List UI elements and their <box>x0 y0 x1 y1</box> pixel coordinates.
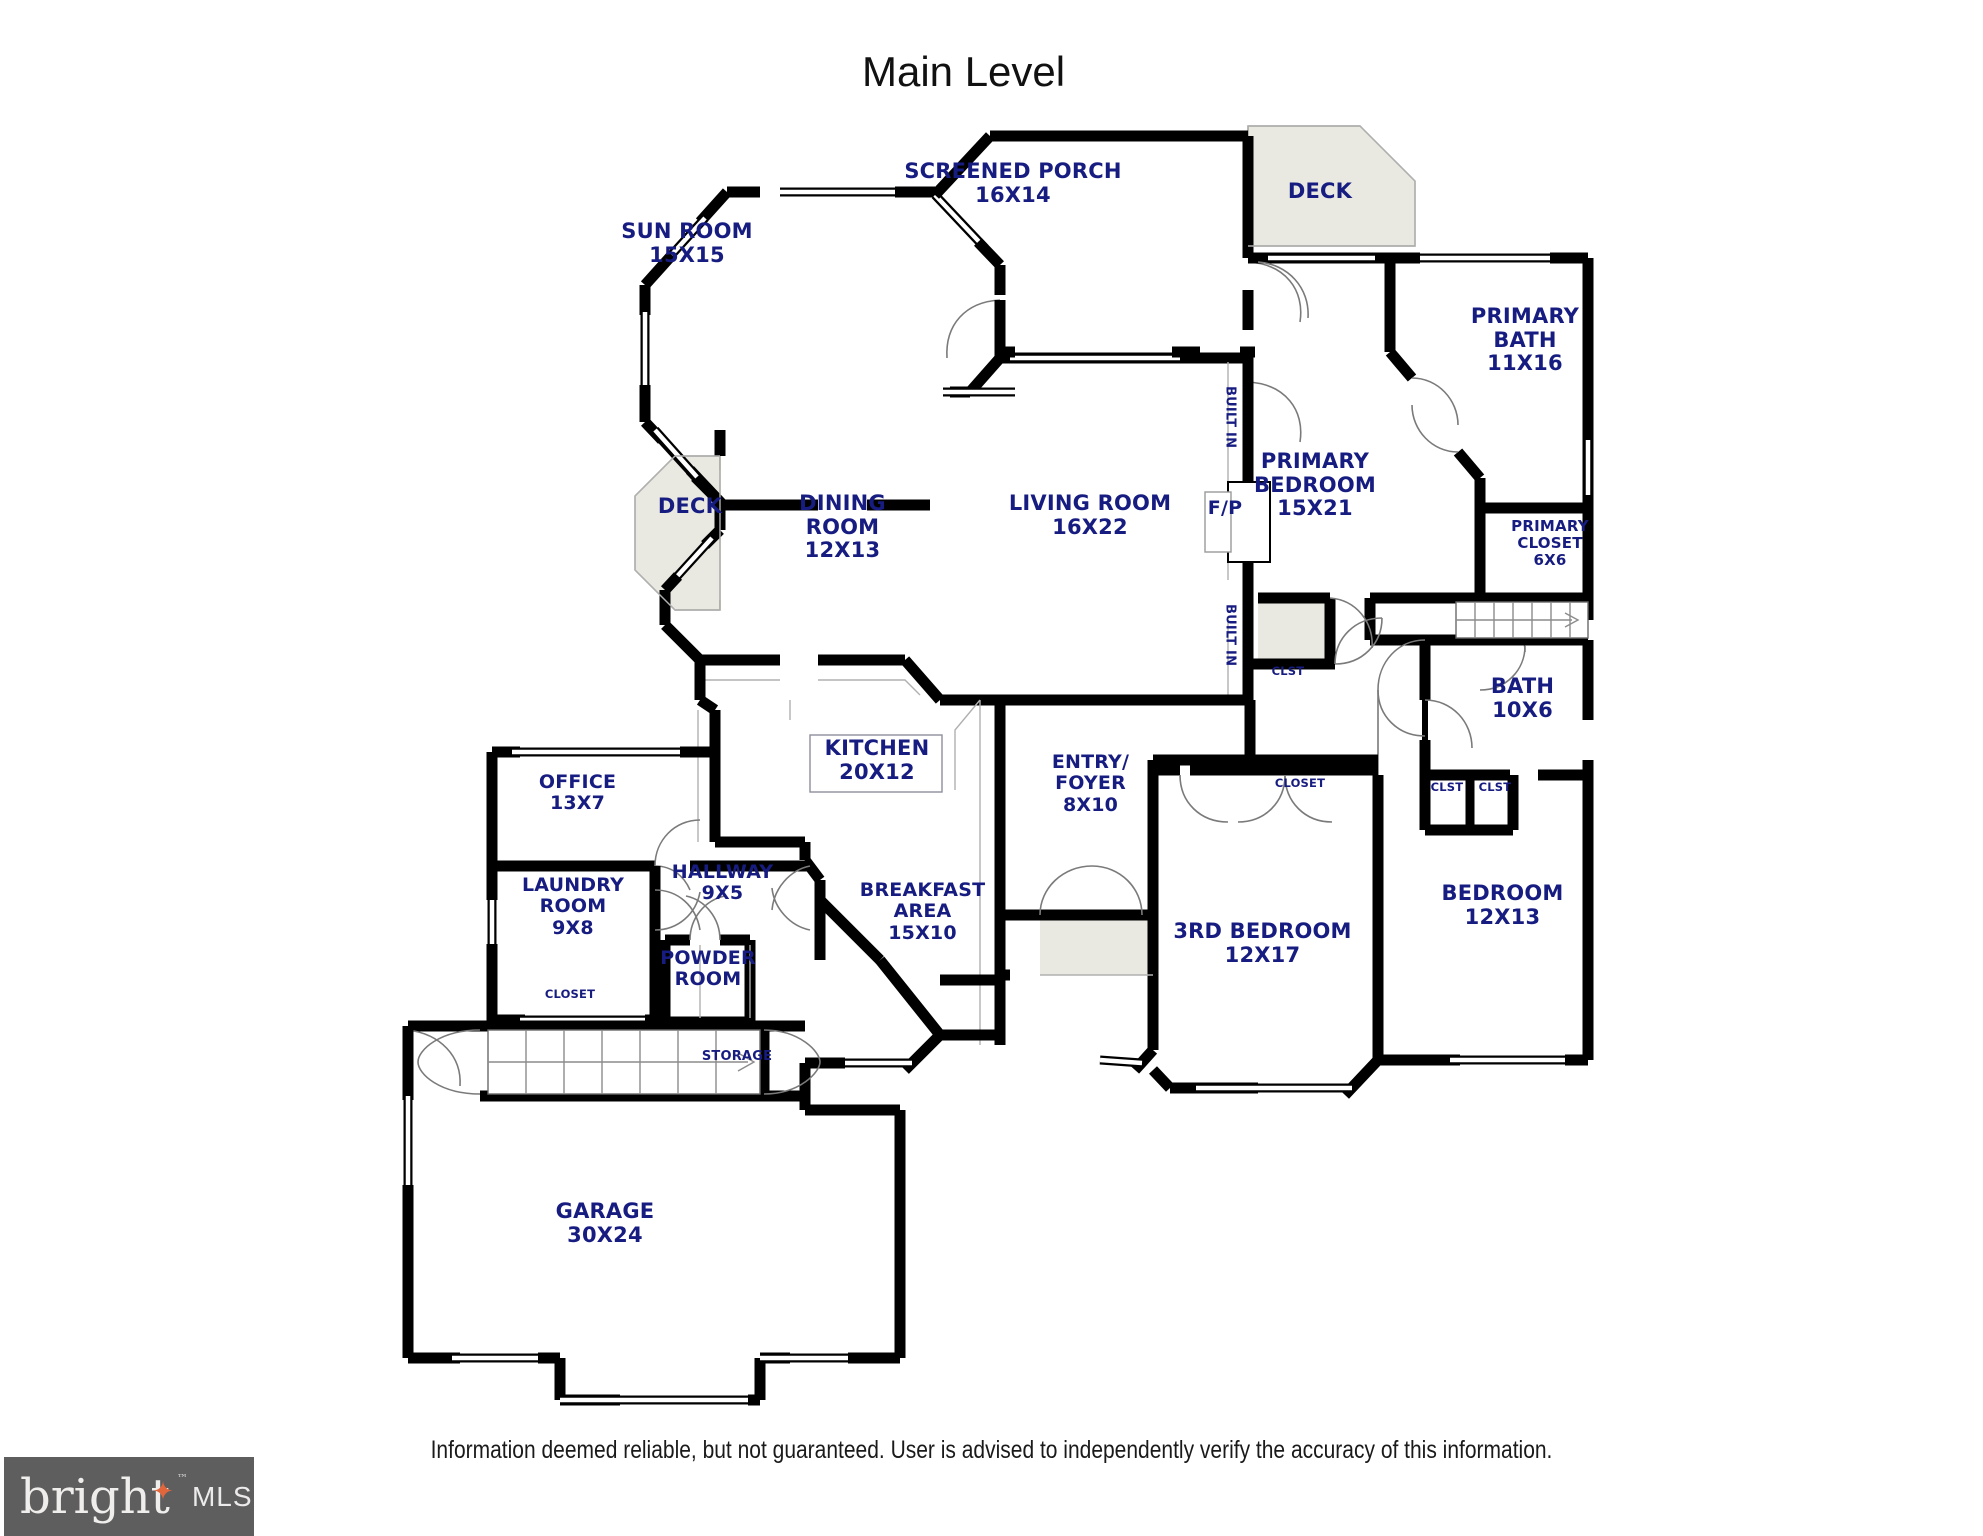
deck-left-shape <box>634 455 721 611</box>
breakfast-area-walls <box>799 842 1006 1110</box>
primary-suite-walls <box>1248 252 1594 1055</box>
brand-trademark: ™ <box>176 1471 188 1485</box>
foyer-landing-shade <box>1040 915 1153 975</box>
disclaimer-text: Information deemed reliable, but not gua… <box>430 1437 1553 1465</box>
brand-name: bright ✦ ™ <box>20 1473 188 1521</box>
entry-foyer-walls <box>954 699 1159 1045</box>
deck-top-outline <box>1248 125 1416 247</box>
small-closets-right <box>1419 775 1519 836</box>
closet-hall-walls <box>1153 754 1378 776</box>
lower-stairs-walls <box>408 1020 805 1102</box>
brand-name-text: bright <box>20 1468 170 1525</box>
lower-stairs-treads <box>487 1029 761 1095</box>
storage-door-arcs <box>407 1029 821 1095</box>
brand-sparkle-icon: ✦ <box>152 1476 174 1507</box>
front-door-arc <box>997 830 1143 916</box>
brand-suffix: MLS <box>191 1480 253 1512</box>
porch-deck-door-arcs <box>1247 261 1302 443</box>
primary-bath-door-arcs <box>1411 377 1459 453</box>
closet-hall-doors <box>1179 774 1333 823</box>
primary-bedroom-door-arc <box>1257 261 1309 319</box>
powder-room-walls <box>699 945 751 1018</box>
upper-stairs-treads <box>1455 601 1589 639</box>
office-walls <box>486 746 715 872</box>
hallway-door-arcs <box>654 865 811 941</box>
garage-walls <box>402 1026 906 1406</box>
office-door-arc <box>654 819 701 891</box>
deck-top-shape <box>1247 125 1416 247</box>
bright-mls-logo: bright ✦ ™ MLS <box>4 1457 254 1536</box>
kitchen-label-box <box>809 734 943 793</box>
deck-left-outline <box>634 455 721 611</box>
bedroom-right-walls <box>1372 775 1594 1066</box>
hallway-walls <box>659 860 810 1028</box>
laundry-walls <box>486 866 665 1032</box>
clst-living-shade <box>1258 602 1330 664</box>
page-title: Main Level <box>862 48 1066 95</box>
fireplace-shape <box>1204 481 1271 563</box>
bath-door-arc <box>1424 699 1473 749</box>
screened-porch-walls <box>930 130 1255 378</box>
sun-room-door-arc <box>946 299 1006 359</box>
hall-closet-doors <box>1329 597 1426 775</box>
kitchen-walls <box>694 654 921 848</box>
